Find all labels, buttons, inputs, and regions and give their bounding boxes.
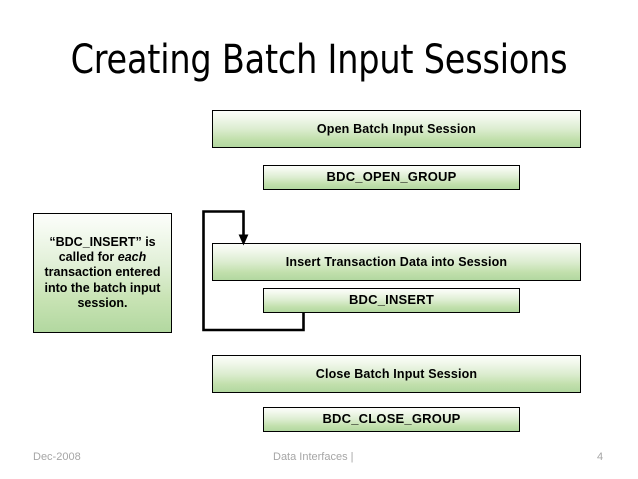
footer-page-number: 4 [597,451,604,463]
footer-center-label: Data Interfaces | [273,451,354,463]
flow-step-close-batch-input-session[interactable]: Close Batch Input Session [212,355,581,393]
flow-step-label: Insert Transaction Data into Session [285,254,508,269]
callout-text-part-2: transaction entered into the batch input… [44,265,161,310]
callout-text-emphasis: each [117,250,147,265]
flow-step-label: Close Batch Input Session [315,366,478,381]
function-box-bdc-close-group[interactable]: BDC_CLOSE_GROUP [263,407,520,432]
function-box-label: BDC_CLOSE_GROUP [322,411,461,427]
flow-step-open-batch-input-session[interactable]: Open Batch Input Session [212,110,581,148]
page-title: Creating Batch Input Sessions [70,37,568,83]
callout-text-part-1: “BDC_INSERT” is called for [49,234,156,265]
flow-step-label: Open Batch Input Session [316,121,477,136]
function-box-label: BDC_OPEN_GROUP [326,169,457,185]
callout-note-bdc-insert[interactable]: “BDC_INSERT” is called for each transact… [33,213,172,333]
callout-note-text: “BDC_INSERT” is called for each transact… [40,235,165,311]
function-box-bdc-open-group[interactable]: BDC_OPEN_GROUP [263,165,520,190]
flow-step-insert-transaction-data[interactable]: Insert Transaction Data into Session [212,243,581,281]
footer-date: Dec-2008 [33,451,81,463]
function-box-bdc-insert[interactable]: BDC_INSERT [263,288,520,313]
function-box-label: BDC_INSERT [348,292,435,308]
